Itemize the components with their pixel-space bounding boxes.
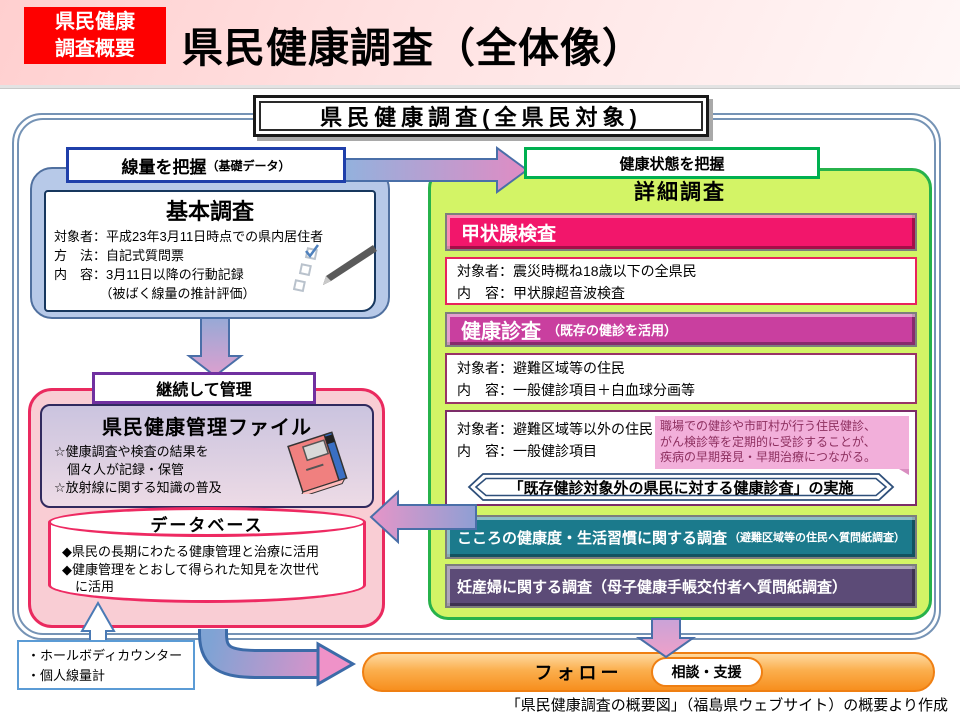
follow-label: フォロー: [534, 663, 623, 683]
thyroid-line: 対象者：震災時概ね18歳以下の全県民: [457, 263, 697, 279]
notebook-icon: [287, 431, 348, 494]
detail-survey-title: 詳細調査: [634, 181, 726, 204]
basic-line: 方 法：自記式質問票: [54, 247, 185, 263]
checkup-note: 職場での健診や市町村が行う住民健診、 がん検診等を定期的に受診することが、 疾病…: [655, 416, 909, 475]
database-line: ◆県民の長期にわたる健康管理と治療に活用: [62, 544, 319, 559]
basic-line: （被ばく線量の推計評価）: [54, 285, 256, 301]
measurement-box: ・ホールボディカウンター ・個人線量計: [17, 640, 195, 690]
health-file-line: 個々人が記録・保管: [54, 462, 185, 478]
database-title: データベース: [150, 516, 264, 535]
overall-survey-box: 県民健康調査(全県民対象): [253, 95, 709, 137]
dose-section-header: 線量を把握（基礎データ）: [66, 147, 346, 183]
existing-checkup-ribbon: 「既存健診対象外の県民に対する健康診査」の実施: [459, 472, 903, 502]
basic-line: 対象者：平成23年3月11日時点での県内居住者: [54, 229, 324, 244]
checkup-line: 対象者：避難区域等の住民: [457, 360, 625, 376]
keep-manage-header: 継続して管理: [92, 372, 316, 404]
follow-bar: フォロー 相談・支援: [362, 652, 935, 692]
pregnant-survey-banner: 妊産婦に関する調査（母子健康手帳交付者へ質問紙調査）: [445, 564, 917, 608]
basic-line: 内 容：3月11日以降の行動記録: [54, 266, 244, 282]
page-title: 県民健康調査（全体像）: [182, 25, 644, 71]
health-file-line: ☆健康調査や検査の結果を: [54, 444, 209, 459]
detail-survey-panel: 詳細調査 甲状腺検査 対象者：震災時概ね18歳以下の全県民 内 容：甲状腺超音波…: [428, 168, 932, 620]
arrow-manage-to-follow-head: [316, 641, 357, 687]
basic-survey-box: 基本調査 対象者：平成23年3月11日時点での県内居住者 方 法：自記式質問票 …: [44, 190, 376, 312]
health-file-title: 県民健康管理ファイル: [102, 417, 312, 439]
mental-survey-banner: こころの健康度・生活習慣に関する調査 （避難区域等の住民へ質問紙調査）: [445, 515, 917, 559]
consult-support-pill: 相談・支援: [650, 657, 763, 687]
health-file-line: ☆放射線に関する知識の普及: [54, 480, 222, 496]
header-badge: 県民健康 調査概要: [24, 7, 166, 64]
checkup-banner: 健康診査 （既存の健診を活用）: [445, 312, 917, 347]
ribbon-label: 「既存健診対象外の県民に対する健康診査」の実施: [508, 479, 854, 497]
database-cylinder: データベース ◆県民の長期にわたる健康管理と治療に活用 ◆健康管理をとおして得ら…: [48, 507, 366, 603]
basic-survey-title: 基本調査: [165, 199, 254, 224]
thyroid-box: 対象者：震災時概ね18歳以下の全県民 内 容：甲状腺超音波検査: [445, 257, 917, 305]
database-line: ◆健康管理をとおして得られた知見を次世代: [62, 561, 319, 577]
measure-line: ・ホールボディカウンター: [27, 648, 183, 663]
checkup-box-evacuees: 対象者：避難区域等の住民 内 容：一般健診項目＋白血球分画等: [445, 353, 917, 404]
checkup-line: 対象者：避難区域等以外の住民: [457, 421, 653, 437]
checkup-line: 内 容：一般健診項目: [457, 443, 597, 460]
health-state-header: 健康状態を把握: [524, 147, 820, 179]
slide-header: 県民健康 調査概要 県民健康調査（全体像）: [0, 0, 960, 88]
checkup-line: 内 容：一般健診項目＋白血球分画等: [457, 381, 695, 398]
database-line: に活用: [62, 579, 115, 595]
measure-line: ・個人線量計: [27, 668, 106, 684]
thyroid-line: 内 容：甲状腺超音波検査: [457, 284, 625, 301]
badge-line2: 調査概要: [55, 37, 135, 60]
ribbon-shape: [467, 473, 895, 501]
checkup-box-others: 対象者：避難区域等以外の住民 内 容：一般健診項目 職場での健診や市町村が行う住…: [445, 410, 917, 506]
questionnaire-pen-icon: [293, 244, 377, 293]
badge-line1: 県民健康: [55, 10, 135, 33]
thyroid-banner: 甲状腺検査: [445, 213, 917, 251]
source-attribution: 「県民健康調査の概要図」（福島県ウェブサイト）の概要より作成: [505, 697, 948, 714]
